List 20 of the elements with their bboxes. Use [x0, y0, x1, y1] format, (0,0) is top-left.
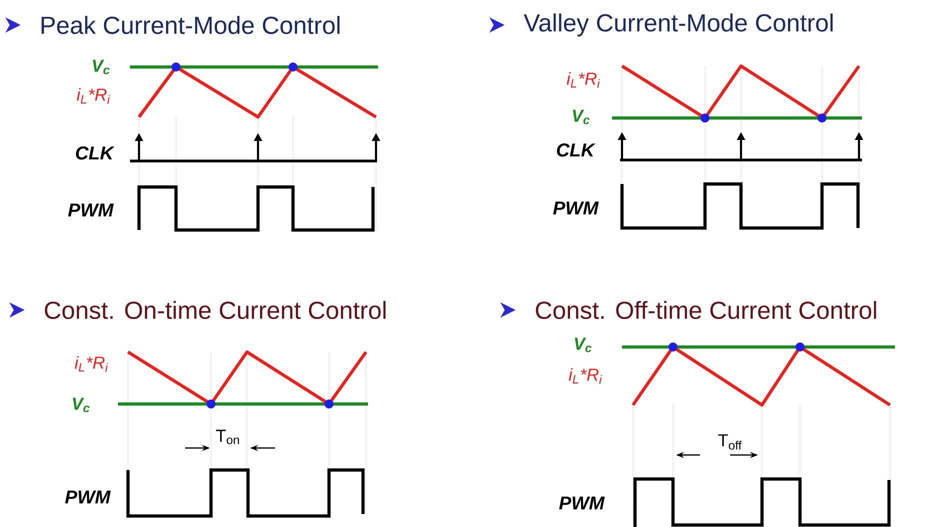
signal-label: CLK: [76, 146, 115, 160]
signal-label: i$_{L}$*R$_{i}$: [568, 368, 602, 384]
signal-label: i$_{L}$*R$_{i}$: [74, 356, 108, 372]
signal-label: PWM: [553, 202, 599, 214]
section-heading: Const. On-time Current Control: [44, 300, 386, 320]
section-heading: Valley Current-Mode Control: [524, 14, 833, 36]
signal-label: PWM: [68, 204, 114, 216]
signal-label: i$_{L}$*R$_{i}$: [566, 72, 600, 88]
section-heading: Peak Current-Mode Control: [42, 16, 340, 34]
signal-label: V$_{c}$: [572, 110, 590, 124]
time-label: T$_{on}$: [216, 430, 239, 444]
signal-label: V$_{c}$: [574, 338, 592, 352]
signal-label: V$_{c}$: [72, 398, 90, 412]
section-heading: Const. Off-time Current Control: [536, 300, 876, 320]
time-label: T$_{off}$: [718, 434, 742, 450]
signal-label: i$_{L}$*R$_{i}$: [76, 88, 110, 104]
signal-label: CLK: [556, 143, 596, 157]
signal-label: PWM: [559, 496, 605, 510]
signal-label: V$_{c}$: [92, 60, 110, 74]
signal-label: PWM: [65, 490, 111, 504]
